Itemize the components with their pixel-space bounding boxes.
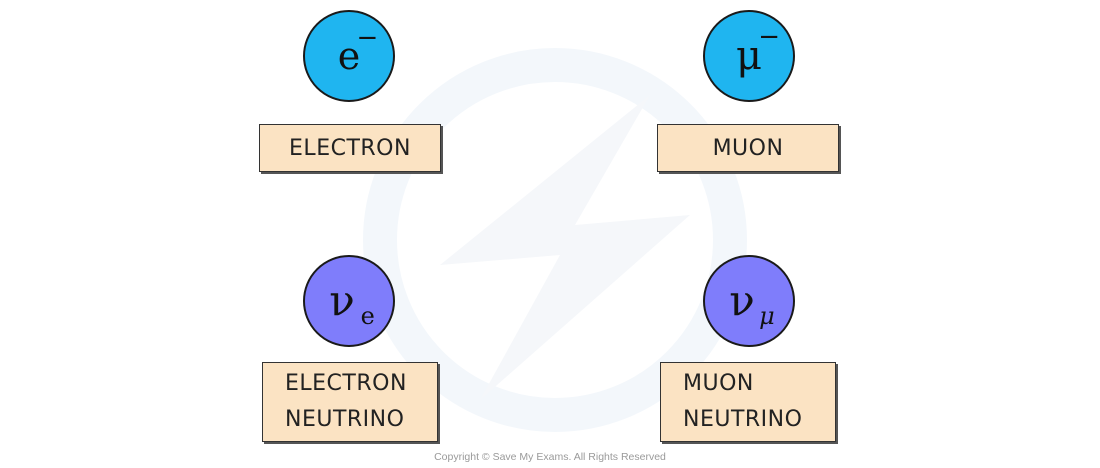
electron-neutrino-label-line-1: ELECTRON bbox=[285, 371, 407, 396]
muon-symbol: μ− bbox=[736, 22, 780, 79]
muon-neutrino-label: MUON NEUTRINO bbox=[660, 362, 836, 442]
copyright-notice: Copyright © Save My Exams. All Rights Re… bbox=[434, 451, 666, 463]
electron-neutrino-label: ELECTRON NEUTRINO bbox=[262, 362, 438, 442]
muon-neutrino-label-line-2: NEUTRINO bbox=[683, 407, 803, 432]
electron-label: ELECTRON bbox=[259, 124, 441, 172]
electron-symbol: e− bbox=[337, 23, 379, 78]
muon-particle: μ− bbox=[703, 10, 795, 102]
muon-neutrino-label-line-1: MUON bbox=[683, 371, 754, 396]
electron-neutrino-label-line-2: NEUTRINO bbox=[285, 407, 405, 432]
muon-label: MUON bbox=[657, 124, 839, 172]
electron-particle: e− bbox=[303, 10, 395, 102]
electron-label-text: ELECTRON bbox=[289, 135, 411, 161]
muon-label-text: MUON bbox=[712, 135, 784, 161]
